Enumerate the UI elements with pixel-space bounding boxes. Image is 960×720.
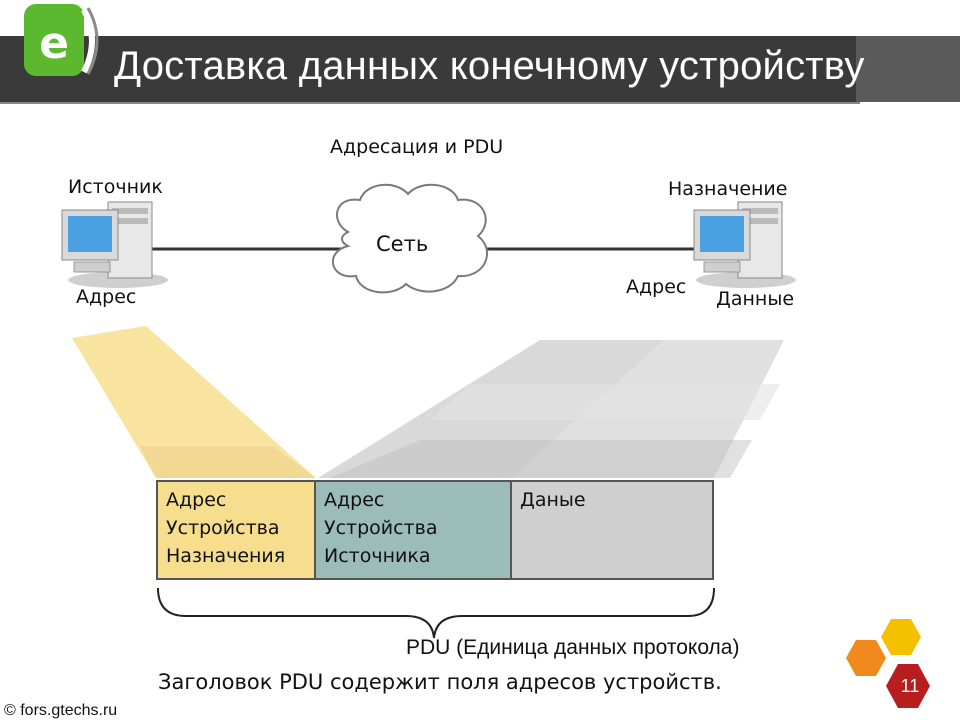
- destination-computer-icon: [693, 201, 796, 288]
- pdu-cell-line: Устройства: [324, 517, 438, 539]
- network-label: Сеть: [376, 232, 429, 256]
- dest-beam: [72, 326, 316, 478]
- pdu-cell-line: Источника: [324, 545, 431, 567]
- destination-address-label: Адрес: [626, 276, 687, 298]
- pdu-data-cell: Даные: [512, 482, 712, 578]
- page-title: Доставка данных конечному устройству: [114, 44, 865, 88]
- destination-data-label: Данные: [716, 288, 795, 310]
- diagram-heading: Адресация и PDU: [330, 136, 504, 158]
- source-label: Источник: [68, 176, 163, 198]
- pdu-cell-line: Адрес: [166, 489, 227, 511]
- pdu-footer-note: Заголовок PDU содержит поля адресов устр…: [158, 670, 722, 694]
- pdu-table: Адрес Устройства Назначения Адрес Устрой…: [156, 480, 714, 580]
- logo-icon: e: [24, 4, 99, 76]
- page-number: 11: [900, 676, 920, 696]
- cloud-icon: [331, 183, 489, 294]
- source-address-label: Адрес: [76, 286, 137, 308]
- pdu-destination-address-cell: Адрес Устройства Назначения: [158, 482, 316, 578]
- svg-text:e: e: [39, 18, 69, 69]
- pdu-source-address-cell: Адрес Устройства Источника: [316, 482, 512, 578]
- title-bar-accent: [856, 36, 960, 102]
- copyright: © fors.gtechs.ru: [4, 702, 118, 719]
- pdu-cell-line: Устройства: [166, 517, 280, 539]
- destination-label: Назначение: [668, 178, 788, 200]
- pdu-brace: [157, 587, 715, 639]
- title-bar: [0, 36, 860, 102]
- source-computer-icon: [61, 201, 168, 288]
- pdu-cell-line: Назначения: [166, 545, 286, 567]
- pdu-cell-line: Даные: [520, 489, 586, 511]
- hexagon-decoration-icon: [846, 619, 930, 708]
- pdu-caption: PDU (Единица данных протокола): [406, 636, 740, 659]
- pdu-cell-line: Адрес: [324, 489, 385, 511]
